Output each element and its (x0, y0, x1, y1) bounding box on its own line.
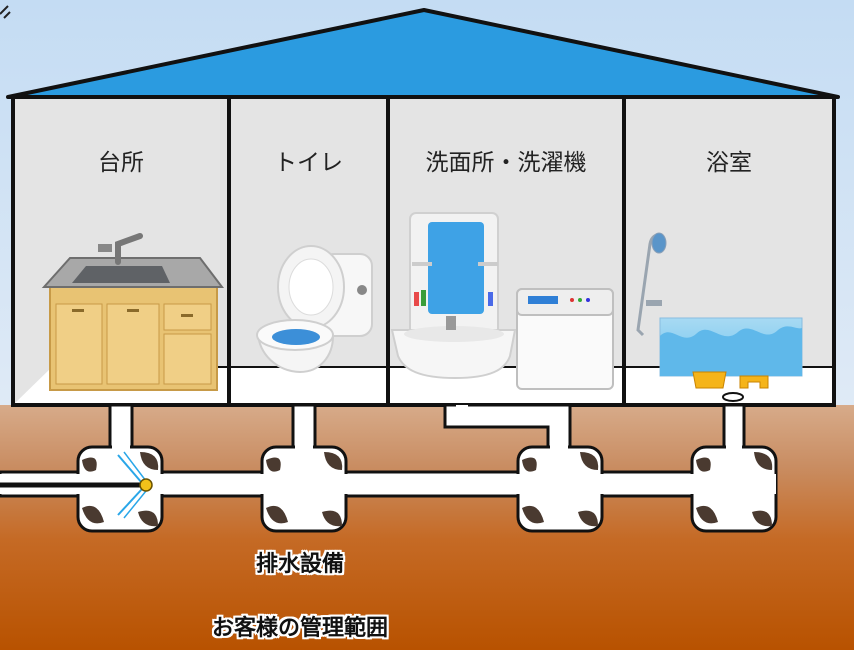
kitchen-sink-icon (41, 233, 225, 391)
room-label-washroom: 洗面所・洗濯機 (425, 150, 587, 176)
room-label-toilet: トイレ (274, 150, 343, 176)
room-label-bath: 浴室 (706, 150, 752, 176)
washing-machine-icon (516, 288, 614, 390)
toilet-icon (256, 245, 373, 374)
floor (13, 367, 834, 405)
room-label-kitchen: 台所 (98, 150, 144, 176)
corner-tool-icon (0, 5, 11, 19)
drainage-facility-label: 排水設備 (255, 552, 344, 577)
bathtub-icon (636, 232, 803, 402)
customer-responsibility-label: お客様の管理範囲 (211, 616, 388, 641)
washbasin-icon (390, 212, 517, 380)
cleaning-nozzle-icon (0, 451, 153, 519)
